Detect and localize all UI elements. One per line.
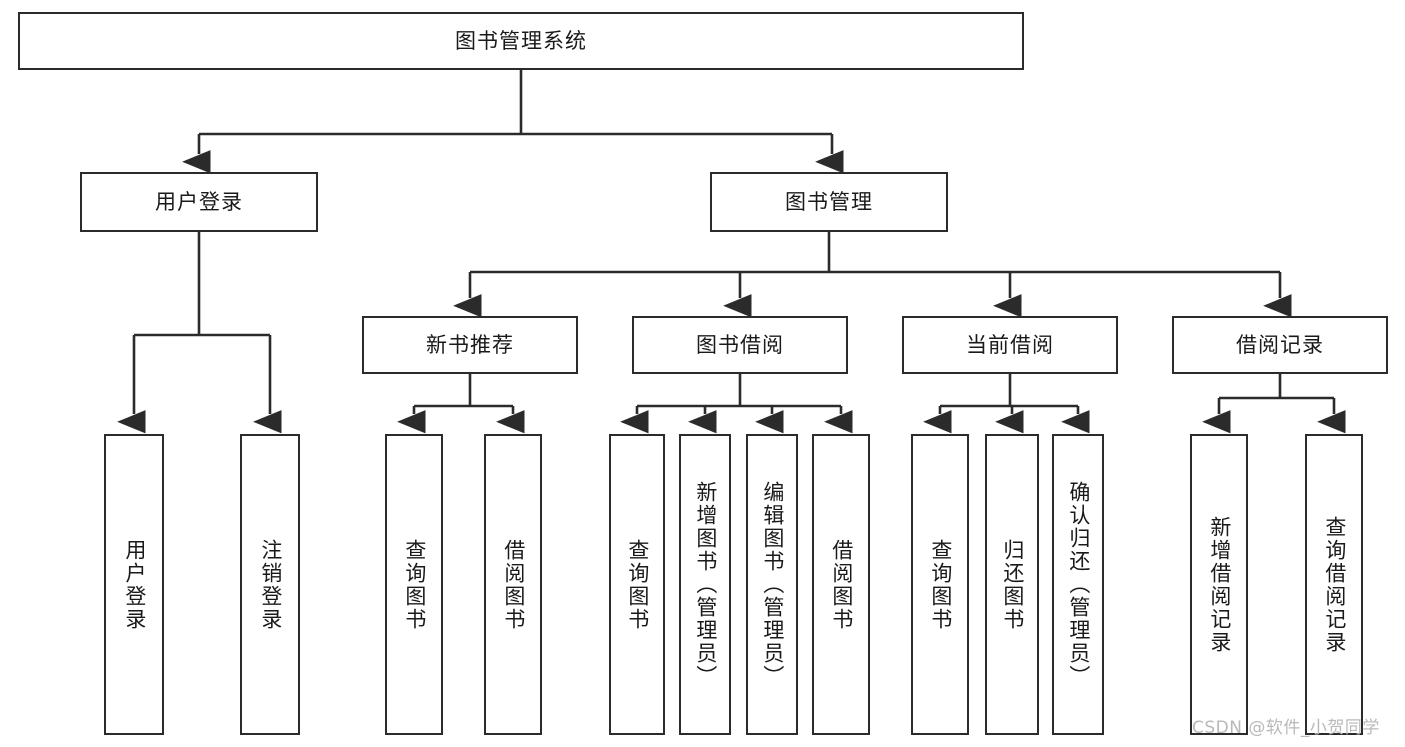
node-leaf-query-book-2[interactable]: 查询图书: [609, 434, 665, 735]
node-leaf-borrow-book-2[interactable]: 借阅图书: [812, 434, 870, 735]
node-user-login[interactable]: 用户登录: [80, 172, 318, 232]
node-leaf-confirm-return-label: 确认归还（管理员）: [1066, 481, 1091, 688]
node-leaf-edit-book[interactable]: 编辑图书（管理员）: [746, 434, 798, 735]
node-leaf-query-book-2-label: 查询图书: [625, 538, 650, 631]
node-leaf-confirm-return[interactable]: 确认归还（管理员）: [1052, 434, 1104, 735]
node-new-book-recommend-label: 新书推荐: [426, 332, 514, 357]
node-leaf-logout-label: 注销登录: [258, 538, 283, 631]
node-leaf-user-login[interactable]: 用户登录: [104, 434, 164, 735]
node-leaf-edit-book-label: 编辑图书（管理员）: [760, 481, 785, 688]
node-book-borrow[interactable]: 图书借阅: [632, 316, 848, 374]
node-leaf-query-book-1-label: 查询图书: [402, 538, 427, 631]
node-current-borrow[interactable]: 当前借阅: [902, 316, 1118, 374]
node-leaf-add-record[interactable]: 新增借阅记录: [1190, 434, 1248, 735]
node-leaf-return-book-label: 归还图书: [1000, 538, 1025, 631]
node-borrow-record[interactable]: 借阅记录: [1172, 316, 1388, 374]
node-book-borrow-label: 图书借阅: [696, 332, 784, 357]
node-leaf-query-book-3[interactable]: 查询图书: [911, 434, 969, 735]
node-root-label: 图书管理系统: [455, 28, 587, 53]
node-borrow-record-label: 借阅记录: [1236, 332, 1324, 357]
node-leaf-return-book[interactable]: 归还图书: [985, 434, 1039, 735]
node-root[interactable]: 图书管理系统: [18, 12, 1024, 70]
node-leaf-query-record[interactable]: 查询借阅记录: [1305, 434, 1363, 735]
node-leaf-borrow-book-1-label: 借阅图书: [501, 538, 526, 631]
node-leaf-user-login-label: 用户登录: [122, 538, 147, 631]
node-leaf-query-record-label: 查询借阅记录: [1322, 515, 1347, 654]
node-leaf-logout[interactable]: 注销登录: [240, 434, 300, 735]
node-book-management-label: 图书管理: [785, 189, 873, 214]
node-leaf-borrow-book-1[interactable]: 借阅图书: [484, 434, 542, 735]
node-new-book-recommend[interactable]: 新书推荐: [362, 316, 578, 374]
node-leaf-add-book[interactable]: 新增图书（管理员）: [679, 434, 731, 735]
node-leaf-add-record-label: 新增借阅记录: [1207, 515, 1232, 654]
node-user-login-label: 用户登录: [155, 189, 243, 214]
node-book-management[interactable]: 图书管理: [710, 172, 948, 232]
node-leaf-query-book-1[interactable]: 查询图书: [385, 434, 443, 735]
node-leaf-query-book-3-label: 查询图书: [928, 538, 953, 631]
node-current-borrow-label: 当前借阅: [966, 332, 1054, 357]
node-leaf-borrow-book-2-label: 借阅图书: [829, 538, 854, 631]
node-leaf-add-book-label: 新增图书（管理员）: [693, 481, 718, 688]
